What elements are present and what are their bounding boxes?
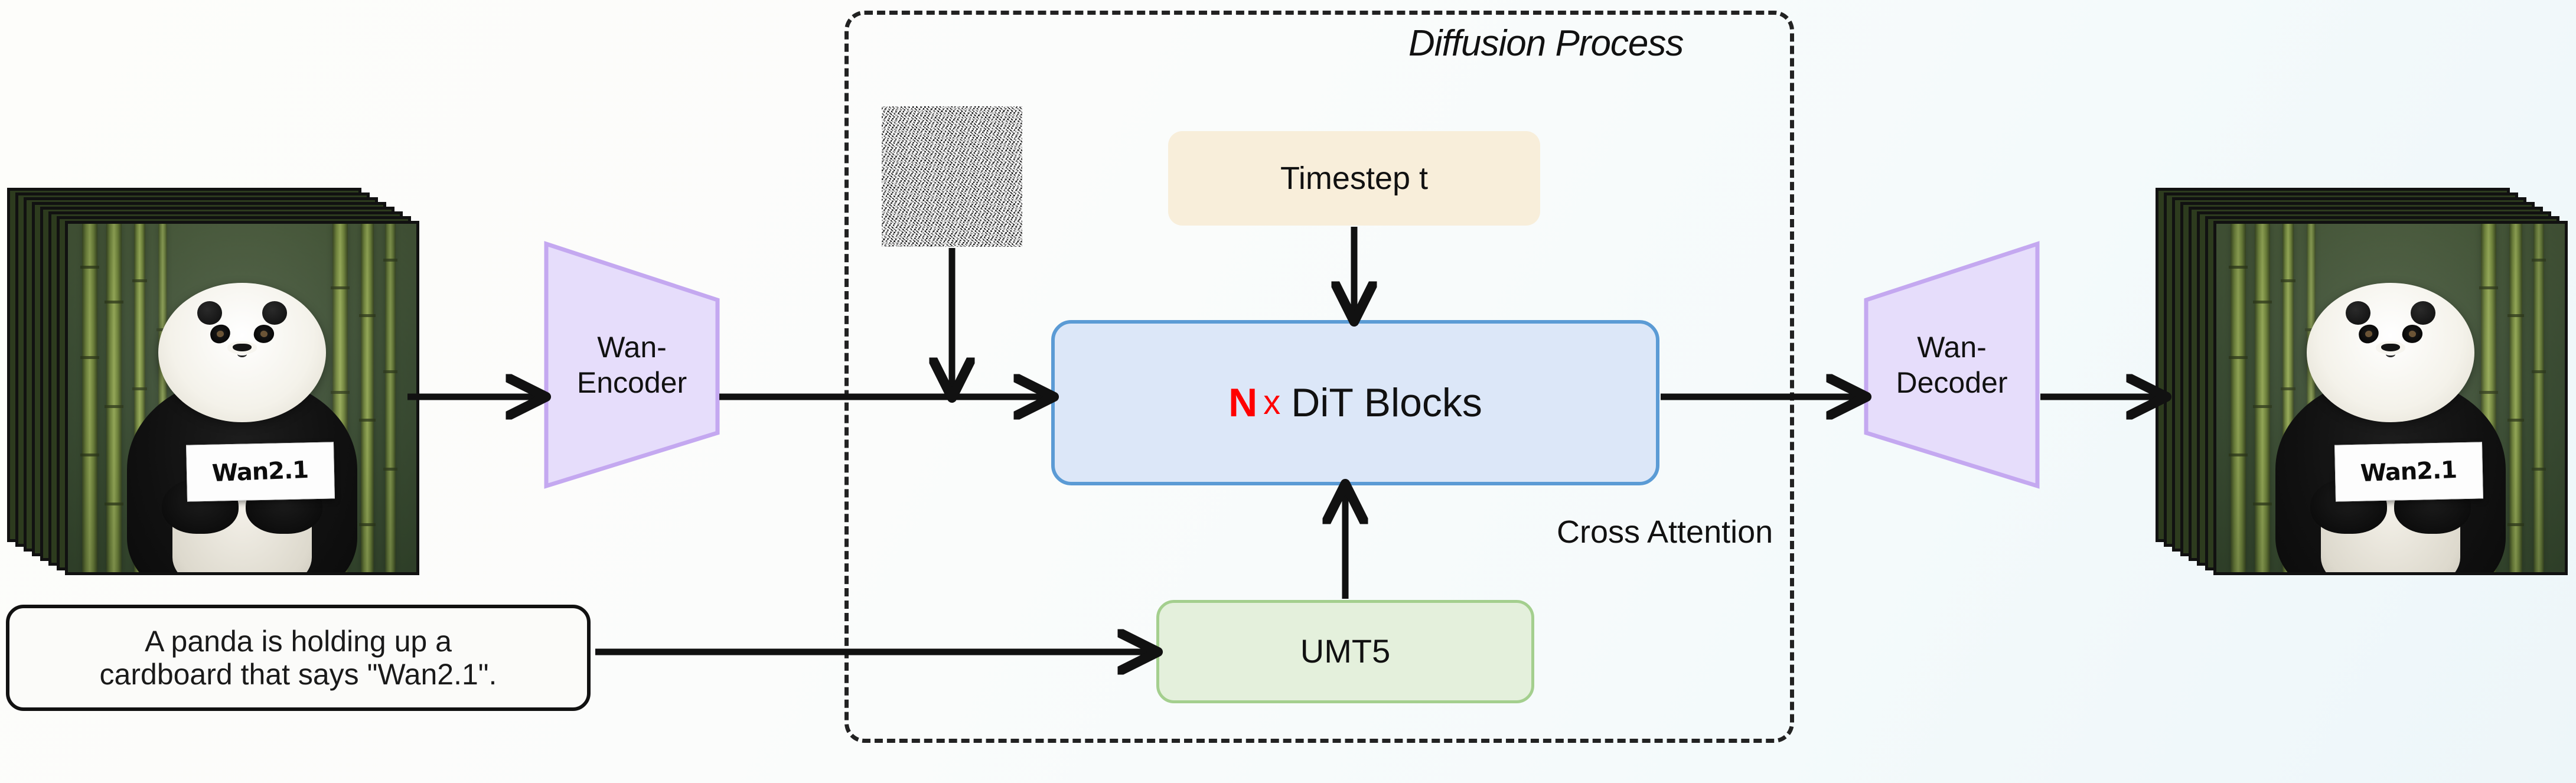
prompt-line-2: cardboard that says "Wan2.1".: [99, 658, 497, 691]
panda-eye-left: [2357, 322, 2381, 345]
panda-nose: [233, 343, 252, 351]
frame-sheet-front: Wan2.1: [2213, 221, 2568, 575]
panda-head: [2307, 283, 2474, 423]
wan-encoder-label-line2: Encoder: [576, 366, 687, 399]
diffusion-process-group: [844, 11, 1794, 743]
wan-decoder-label-line1: Wan-: [1917, 331, 1987, 364]
wan-encoder-block[interactable]: Wan- Encoder: [543, 241, 720, 489]
cardboard-sign: Wan2.1: [185, 442, 335, 502]
panda-mouth: [2385, 351, 2396, 357]
cross-attention-label: Cross Attention: [1557, 514, 1773, 550]
panda-eye-left: [208, 322, 232, 345]
wan-encoder-label-line1: Wan-: [597, 331, 667, 364]
frame-sheet-front: Wan2.1: [65, 221, 419, 575]
dit-multiplier: N: [1228, 380, 1258, 425]
dit-blocks-label: DiT Blocks: [1291, 380, 1482, 425]
text-prompt-box[interactable]: A panda is holding up a cardboard that s…: [6, 605, 591, 711]
panda-eye-right: [252, 322, 276, 345]
cardboard-sign-text: Wan2.1: [211, 456, 309, 487]
wan-decoder-label-line2: Decoder: [1896, 366, 2008, 399]
panda-ear-left: [197, 301, 222, 325]
panda-eye-right: [2401, 322, 2424, 345]
panda-image: Wan2.1: [68, 224, 416, 572]
panda-ear-right: [262, 301, 288, 325]
input-video-frame-stack: Wan2.1: [7, 188, 420, 595]
panda-ear-left: [2345, 301, 2370, 325]
umt5-block[interactable]: UMT5: [1156, 600, 1534, 703]
umt5-label: UMT5: [1300, 632, 1391, 670]
timestep-label: Timestep t: [1280, 160, 1429, 196]
panda-image: Wan2.1: [2216, 224, 2565, 572]
wan-decoder-block[interactable]: Wan- Decoder: [1863, 241, 2040, 489]
panda-nose: [2381, 343, 2400, 351]
output-video-frame-stack: Wan2.1: [2156, 188, 2569, 595]
dit-times-symbol: x: [1263, 383, 1281, 422]
cardboard-sign: Wan2.1: [2334, 442, 2483, 502]
diffusion-process-label: Diffusion Process: [1408, 23, 1684, 64]
panda-ear-right: [2411, 301, 2436, 325]
timestep-block[interactable]: Timestep t: [1168, 131, 1540, 226]
cardboard-sign-text: Wan2.1: [2360, 456, 2457, 487]
noise-latent-patch: [882, 106, 1022, 247]
panda-head: [158, 283, 326, 423]
dit-blocks-block[interactable]: N x DiT Blocks: [1051, 320, 1659, 485]
prompt-line-1: A panda is holding up a: [145, 625, 452, 658]
panda-mouth: [237, 351, 247, 357]
